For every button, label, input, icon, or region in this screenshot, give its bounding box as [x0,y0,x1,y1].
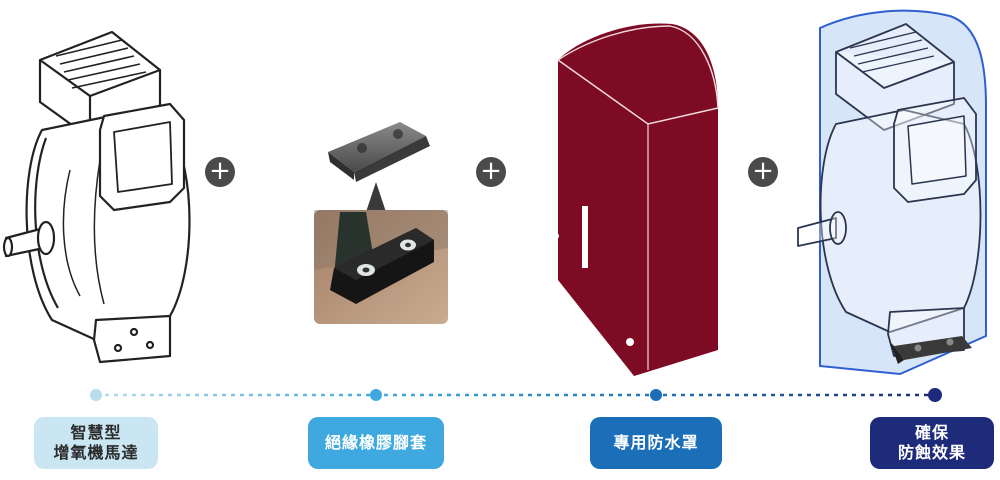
protected-motor-illustration [797,9,987,376]
motor-illustration [2,30,191,364]
step-label-line: 確保 [914,423,949,442]
plus-icon: + [205,157,235,187]
step-label-line: 絕緣橡膠腳套 [324,433,427,452]
timeline-dot-3 [650,389,662,401]
foot-pad-icon [890,336,972,364]
timeline-dot-4 [928,388,942,402]
step-label-result: 確保 防蝕效果 [870,417,994,469]
rubber-foot-illustration [314,122,448,324]
plus-icon: + [476,157,506,187]
step-label-line: 專用防水罩 [613,433,699,452]
step-label-line: 智慧型 [70,423,122,442]
waterproof-cover-illustration [553,23,719,376]
step-label-motor: 智慧型 增氧機馬達 [34,417,158,469]
plus-icon: + [748,157,778,187]
timeline-dot-1 [90,389,102,401]
step-label-waterproof-cover: 專用防水罩 [590,417,722,469]
foot-pad-photo [314,210,448,324]
step-label-line: 增氧機馬達 [53,443,139,462]
foot-pad-icon [328,122,430,182]
timeline-dot-2 [370,389,382,401]
step-label-line: 防蝕效果 [897,443,966,462]
step-label-rubber-foot: 絕緣橡膠腳套 [308,417,444,469]
